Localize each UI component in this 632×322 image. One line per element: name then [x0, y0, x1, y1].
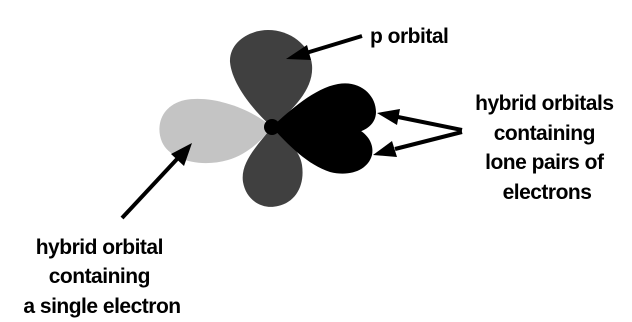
lone-pair-label: hybrid orbitals containing lone pairs of…	[475, 92, 619, 204]
p-orbital-arrow	[286, 34, 363, 60]
p-orbital-upper-lobe	[229, 30, 313, 127]
p-orbital-lower-lobe	[242, 127, 303, 207]
lone-pair-hybrid-lobe-upper	[272, 83, 376, 134]
lone-pair-label-line-2: containing	[494, 122, 595, 145]
lone-pair-arrow-lower	[373, 130, 463, 157]
lone-pair-hybrid-lobe-lower	[272, 123, 373, 174]
single-electron-label: hybrid orbital containing a single elect…	[23, 236, 180, 318]
nucleus-dot	[264, 119, 280, 135]
single-electron-arrow	[120, 143, 192, 220]
lone-pair-label-line-4: electrons	[503, 181, 592, 204]
lone-pair-arrow-upper	[377, 109, 463, 132]
single-electron-label-line-1: hybrid orbital	[36, 236, 163, 259]
p-orbital-label: p orbital	[370, 25, 448, 48]
single-electron-label-line-3: a single electron	[23, 295, 180, 318]
lone-pair-label-line-3: lone pairs of	[485, 151, 605, 174]
single-electron-label-line-2: containing	[49, 265, 150, 288]
lone-pair-label-line-1: hybrid orbitals	[475, 92, 613, 115]
